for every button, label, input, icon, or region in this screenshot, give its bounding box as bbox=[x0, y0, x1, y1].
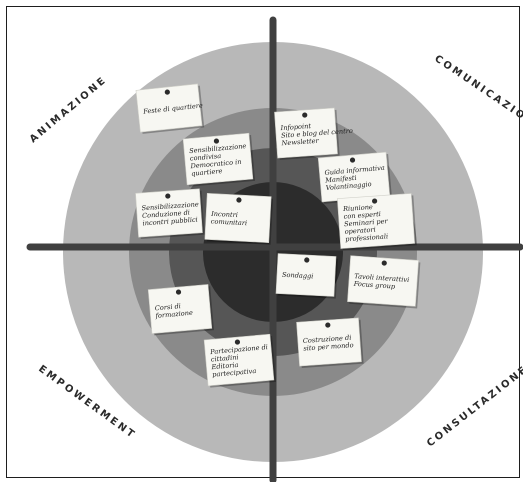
note-paper bbox=[147, 284, 213, 334]
pushpin-icon bbox=[325, 322, 331, 328]
note-text-line: partecipativa bbox=[212, 367, 257, 379]
note-paper bbox=[337, 193, 415, 249]
note-text-line: operatori bbox=[344, 226, 376, 236]
note-text-line: Sensibilizzazione bbox=[141, 200, 199, 212]
note-text-line: comunitari bbox=[211, 217, 248, 227]
note-paper bbox=[135, 83, 203, 133]
note-text-line: Costruzione di bbox=[303, 334, 352, 345]
pushpin-icon bbox=[302, 112, 308, 118]
pushpin-icon bbox=[236, 197, 242, 203]
sticky-note-feste-di-quartiere: Feste di quartiere bbox=[135, 83, 205, 134]
pushpin-icon bbox=[175, 289, 182, 295]
pushpin-icon bbox=[164, 89, 170, 95]
note-text-line: Manifesti bbox=[324, 174, 357, 185]
pushpin-icon bbox=[165, 193, 171, 199]
note-text-line: Tavoli interattivi bbox=[354, 272, 409, 284]
note-text-line: incontri pubblici bbox=[142, 216, 198, 228]
pushpin-icon bbox=[381, 260, 387, 266]
pushpin-icon bbox=[213, 138, 220, 144]
note-text-line: Editoria bbox=[210, 361, 239, 371]
note-paper bbox=[347, 255, 419, 307]
sticky-note-partecipazione-attivita: Partecipazione dicittadiniEditoriapartec… bbox=[203, 333, 277, 388]
note-text-line: con esperti bbox=[343, 210, 381, 221]
note-text-line: condivisa bbox=[190, 152, 222, 163]
pushpin-icon bbox=[234, 339, 241, 345]
note-text-line: formazione bbox=[154, 309, 193, 320]
note-text-line: Corsi di bbox=[155, 302, 182, 312]
note-paper bbox=[204, 193, 272, 243]
sticky-notes-layer: Feste di quartiereSensibilizzazionecondi… bbox=[135, 83, 421, 388]
note-text-line: Conduzione di bbox=[142, 209, 190, 220]
note-text-line: Focus group bbox=[352, 280, 396, 291]
note-paper bbox=[275, 253, 337, 297]
note-paper bbox=[296, 317, 362, 367]
note-paper bbox=[182, 132, 254, 186]
corner-label-comunicazione: COMUNICAZIONE bbox=[432, 53, 523, 134]
pushpin-icon bbox=[304, 257, 310, 263]
note-text-line: sito per mondo bbox=[303, 341, 354, 352]
note-text-line: Riunione bbox=[342, 203, 373, 213]
note-paper bbox=[274, 107, 338, 159]
note-paper bbox=[135, 188, 203, 238]
note-text-line: Volantinaggio bbox=[326, 180, 372, 192]
corner-label-animazione: ANIMAZIONE bbox=[28, 74, 110, 145]
note-text-line: professionali bbox=[345, 232, 388, 243]
pushpin-icon bbox=[349, 157, 356, 163]
note-paper bbox=[203, 333, 275, 387]
note-text-line: Infopoint bbox=[279, 122, 311, 132]
pushpin-icon bbox=[372, 198, 378, 204]
note-text-line: cittadini bbox=[211, 353, 239, 363]
note-text-line: quartiere bbox=[191, 167, 223, 178]
note-text-line: Incontri bbox=[210, 210, 238, 219]
note-text-line: Newsletter bbox=[280, 137, 319, 148]
note-text-line: Seminari per bbox=[344, 217, 389, 228]
sticky-note-sondaggi: Sondaggi bbox=[275, 253, 338, 299]
note-text-line: Sondaggi bbox=[282, 271, 314, 281]
